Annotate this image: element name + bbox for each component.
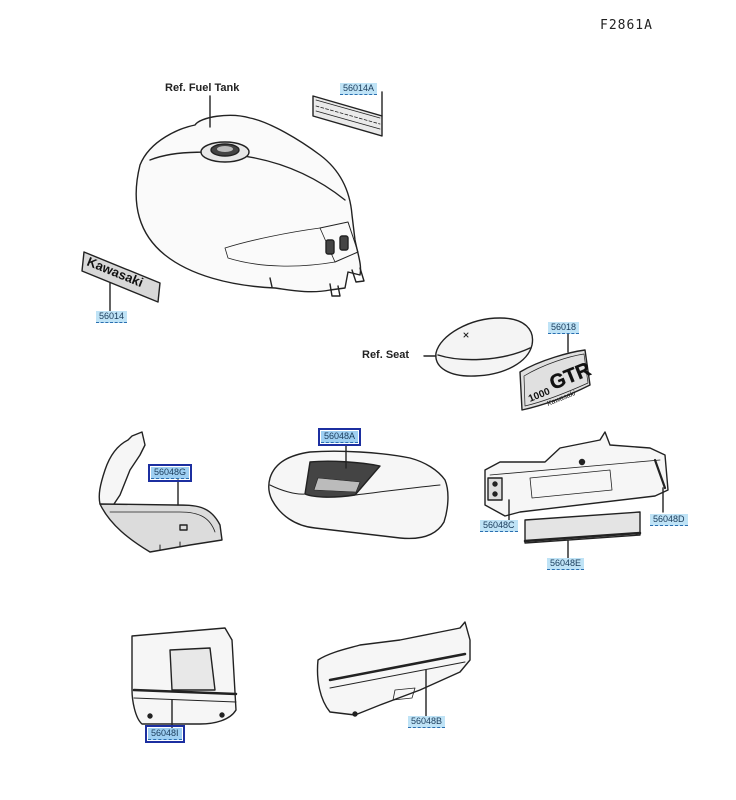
1000gtr-emblem xyxy=(519,332,591,411)
part-tag-56048I[interactable]: 56048I xyxy=(145,725,185,743)
part-tag-56048G[interactable]: 56048G xyxy=(147,464,193,482)
part-tag-56018[interactable]: 56018 xyxy=(548,322,580,334)
kawasaki-emblem xyxy=(81,251,161,313)
left-fairing-illustration xyxy=(98,431,223,553)
part-tag-56048B[interactable]: 56048B xyxy=(408,716,446,728)
part-tag-56014[interactable]: 56014 xyxy=(96,311,128,323)
side-fairing-illustration xyxy=(267,445,449,540)
fuel-tank-illustration xyxy=(135,114,365,297)
lower-right-panel-illustration xyxy=(316,621,471,717)
part-tag-56048C[interactable]: 56048C xyxy=(480,520,518,532)
decal-strip-56014A xyxy=(312,91,383,137)
part-tag-56014A[interactable]: 56014A xyxy=(340,83,378,95)
ref-seat-label: Ref. Seat xyxy=(362,349,410,361)
part-tag-56048E[interactable]: 56048E xyxy=(547,558,585,570)
ref-fuel-tank-label: Ref. Fuel Tank xyxy=(165,82,240,94)
part-tag-56048D[interactable]: 56048D xyxy=(650,514,688,526)
center-panel-illustration xyxy=(484,431,669,521)
part-tag-56048A[interactable]: 56048A xyxy=(317,428,362,446)
lower-left-panel-illustration xyxy=(131,627,238,729)
diagram-code: F2861A xyxy=(600,18,653,33)
seat-illustration xyxy=(423,317,534,377)
decal-strip-56048E xyxy=(523,511,642,559)
